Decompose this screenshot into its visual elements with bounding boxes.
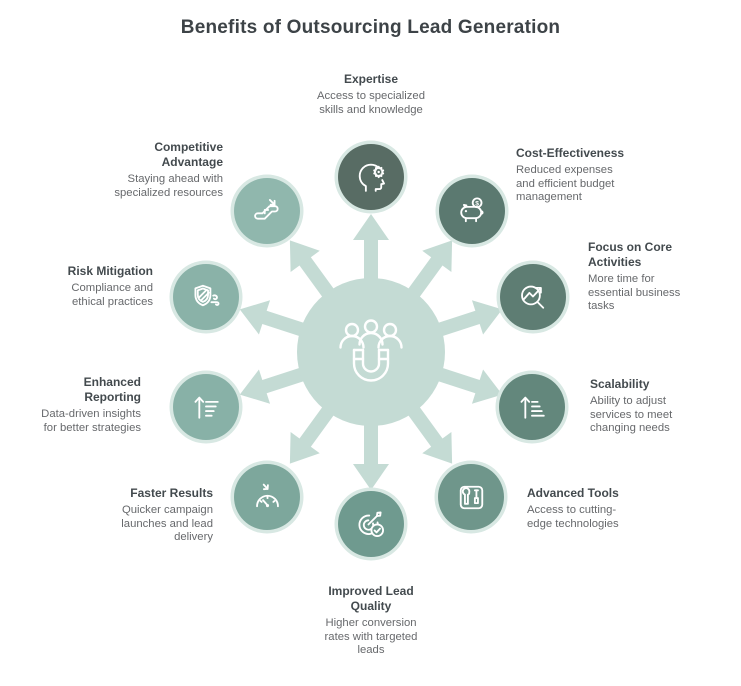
- benefit-description: Access to specialized skills and knowled…: [317, 90, 425, 116]
- lead-magnet-people-icon: [339, 319, 403, 382]
- escalator-arrow-icon: [253, 198, 279, 220]
- benefit-circle-faster-results: [234, 464, 300, 530]
- benefit-title: Focus on Core Activities: [588, 240, 673, 269]
- benefit-label-improved-lead-quality: Improved Lead Quality Higher conversion …: [281, 584, 461, 658]
- benefit-circle-expertise: [338, 144, 404, 210]
- benefit-title: Enhanced Reporting: [83, 375, 141, 404]
- head-gear-icon: [358, 163, 385, 192]
- central-hub: [239, 214, 503, 490]
- benefit-label-risk-mitigation: Risk Mitigation Compliance and ethical p…: [13, 264, 153, 309]
- benefit-circle-focus-on-core-activities: [500, 264, 566, 330]
- benefit-title: Scalability: [590, 377, 650, 391]
- benefit-title: Risk Mitigation: [67, 264, 153, 278]
- benefit-description: Compliance and ethical practices: [71, 282, 153, 308]
- benefit-label-faster-results: Faster Results Quicker campaign launches…: [73, 486, 213, 545]
- benefit-description: Data-driven insights for better strategi…: [41, 408, 141, 434]
- benefit-description: Ability to adjust services to meet chang…: [590, 395, 673, 435]
- benefit-title: Competitive Advantage: [154, 140, 223, 169]
- magnifier-trend-icon: [520, 285, 544, 309]
- benefit-title: Faster Results: [130, 486, 213, 500]
- benefit-label-scalability: Scalability Ability to adjust services t…: [590, 377, 720, 436]
- page-title: Benefits of Outsourcing Lead Generation: [180, 17, 561, 38]
- benefit-description: Access to cutting- edge technologies: [527, 504, 619, 530]
- benefit-label-expertise: Expertise Access to specialized skills a…: [271, 72, 471, 117]
- benefit-title: Improved Lead Quality: [328, 584, 414, 613]
- shield-wind-icon: [194, 284, 219, 306]
- benefit-circle-improved-lead-quality: [338, 491, 404, 557]
- benefit-description: More time for essential business tasks: [588, 273, 681, 313]
- benefit-title: Advanced Tools: [527, 486, 619, 500]
- svg-text:$: $: [475, 200, 479, 207]
- benefit-label-enhanced-reporting: Enhanced Reporting Data-driven insights …: [1, 375, 141, 435]
- benefit-description: Higher conversion rates with targeted le…: [324, 617, 418, 657]
- hub-circle: [297, 278, 445, 426]
- benefit-circle-advanced-tools: [438, 464, 504, 530]
- ascending-lines-icon: [520, 396, 545, 419]
- benefit-circle-competitive-advantage: [234, 178, 300, 244]
- piggy-bank-icon: $: [459, 196, 484, 222]
- tools-box-icon: [459, 485, 483, 509]
- benefit-circle-scalability: [499, 374, 565, 440]
- benefit-label-focus-on-core-activities: Focus on Core Activities More time for e…: [588, 240, 718, 314]
- benefit-circle-cost-effectiveness: $: [439, 178, 505, 244]
- benefit-description: Staying ahead with specialized resources: [114, 173, 223, 199]
- benefit-label-advanced-tools: Advanced Tools Access to cutting- edge t…: [527, 486, 667, 531]
- benefit-circle-enhanced-reporting: [173, 374, 239, 440]
- target-check-icon: [357, 510, 384, 537]
- benefit-label-competitive-advantage: Competitive Advantage Staying ahead with…: [83, 140, 223, 200]
- benefit-description: Quicker campaign launches and lead deliv…: [121, 504, 213, 544]
- benefit-label-cost-effectiveness: Cost-Effectiveness Reduced expenses and …: [516, 146, 656, 205]
- benefit-description: Reduced expenses and efficient budget ma…: [516, 164, 615, 204]
- benefit-circle-risk-mitigation: [173, 264, 239, 330]
- report-lines-icon: [194, 396, 219, 419]
- speedometer-icon: [255, 483, 279, 507]
- benefit-title: Cost-Effectiveness: [516, 146, 625, 160]
- benefit-title: Expertise: [343, 72, 399, 86]
